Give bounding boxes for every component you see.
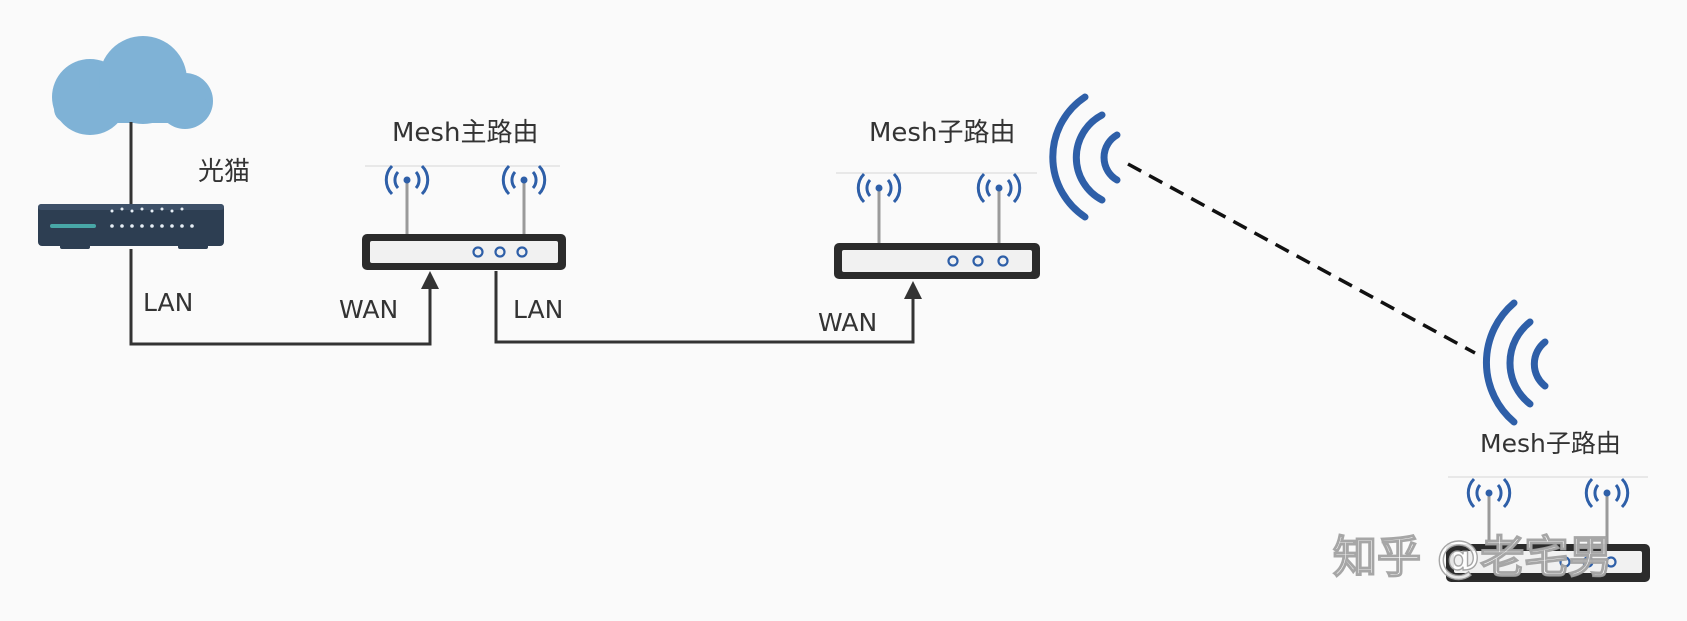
sub-router-2-icon [1446,476,1650,582]
arrow-up-icon [904,281,922,299]
cloud-icon [52,36,213,135]
arrow-up-icon [421,271,439,289]
wifi-signal-icon [1049,93,1121,221]
watermark-text: 知乎 @老宅男 [1333,532,1612,583]
main-to-sub1-cable [494,271,915,344]
main-router-label: Mesh主路由 [392,118,538,148]
modem-icon [38,204,224,249]
modem-lan-label: LAN [143,288,193,317]
modem-to-main-cable [129,249,432,346]
sub-router-2-label: Mesh子路由 [1480,429,1621,458]
main-wan-label: WAN [339,295,398,324]
sub-router-1-icon [834,172,1040,279]
wireless-link [1127,162,1476,355]
sub-router-1-label: Mesh子路由 [869,118,1015,148]
main-lan-label: LAN [513,295,563,324]
wifi-signal-icon [1483,299,1549,426]
sub1-wan-label: WAN [818,308,877,337]
modem-label: 光猫 [198,157,250,187]
main-router-icon [362,164,566,270]
